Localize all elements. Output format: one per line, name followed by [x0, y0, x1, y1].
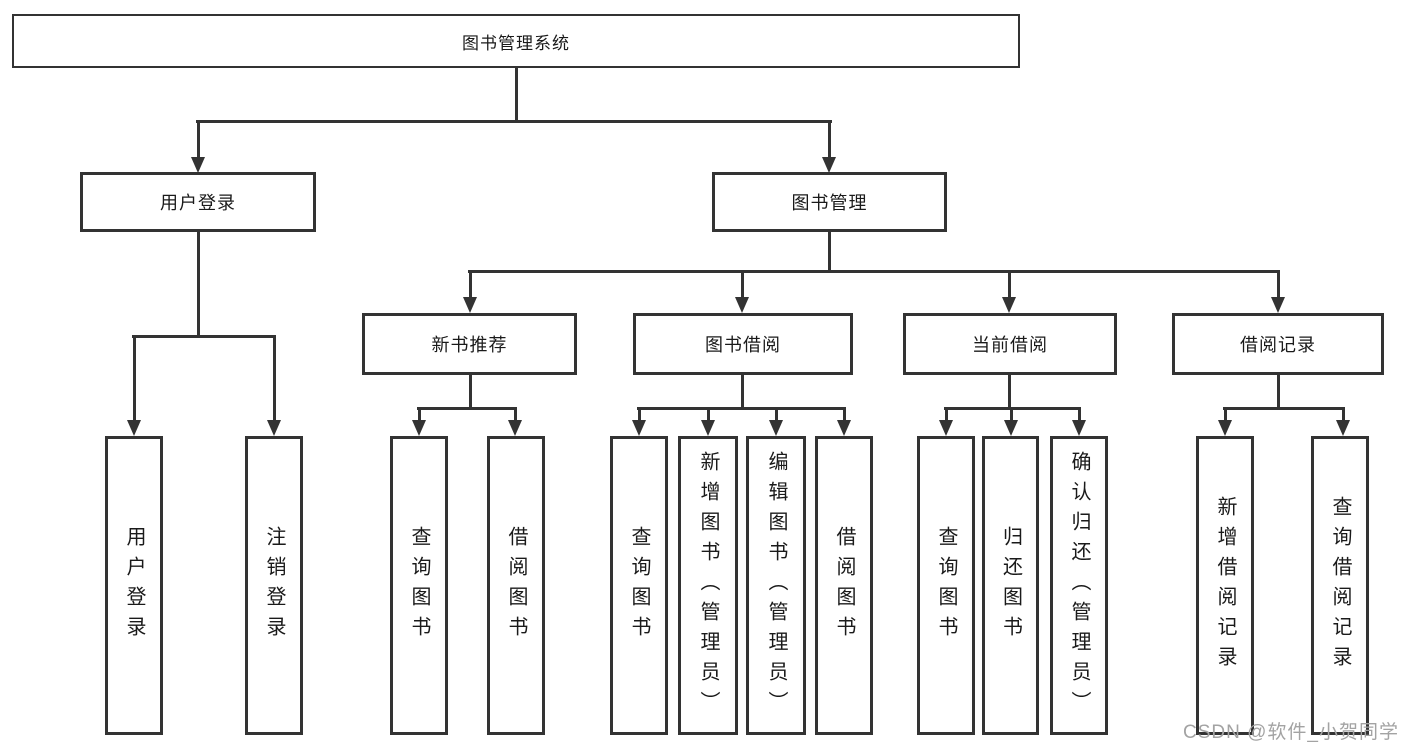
node-borrow-records-label: 借阅记录 [1240, 335, 1316, 355]
arrow-down-icon [632, 420, 646, 436]
connector-records-trunk [1277, 375, 1280, 407]
leaf-borrow-books: 借阅图书 [815, 436, 873, 735]
node-borrow-records: 借阅记录 [1172, 313, 1384, 375]
arrow-down-icon [127, 420, 141, 436]
arrow-down-icon [412, 420, 426, 436]
node-new-book-recommend-label: 新书推荐 [431, 335, 508, 355]
connector-login-trunk [197, 232, 200, 335]
arrow-down-icon [1002, 297, 1016, 313]
connector-stem-leaf [775, 407, 778, 421]
watermark: CSDN @软件_小贺同学 [1183, 722, 1399, 743]
leaf-query-books-recommend-label: 查询图书 [408, 525, 430, 646]
leaf-confirm-return-admin-label: 确认归还（管理员） [1068, 450, 1090, 721]
leaf-borrow-books-recommend-label: 借阅图书 [505, 525, 527, 646]
connector-level3-hline [468, 270, 1280, 273]
node-root-label: 图书管理系统 [462, 33, 570, 53]
arrow-down-icon [939, 420, 953, 436]
connector-stem-leaf [1010, 407, 1013, 421]
leaf-user-login: 用户登录 [105, 436, 163, 735]
connector-stem-user-login [197, 120, 200, 158]
leaf-borrow-books-label: 借阅图书 [833, 525, 855, 646]
connector-borrow-hline [637, 407, 846, 410]
connector-stem-user-login-leaf [133, 335, 136, 421]
connector-stem-leaf [707, 407, 710, 421]
node-current-borrow-label: 当前借阅 [972, 335, 1048, 355]
arrow-down-icon [1271, 297, 1285, 313]
leaf-query-books-borrow: 查询图书 [610, 436, 668, 735]
node-user-login-branch-label: 用户登录 [160, 193, 236, 213]
arrow-down-icon [1218, 420, 1232, 436]
connector-stem-logout-leaf [273, 335, 276, 421]
leaf-query-borrow-record: 查询借阅记录 [1311, 436, 1369, 735]
connector-stem-leaf [1078, 407, 1081, 421]
leaf-confirm-return-admin: 确认归还（管理员） [1050, 436, 1108, 735]
leaf-add-books-admin-label: 新增图书（管理员） [697, 450, 719, 721]
arrow-down-icon [267, 420, 281, 436]
connector-stem-leaf [945, 407, 948, 421]
leaf-add-borrow-record: 新增借阅记录 [1196, 436, 1254, 735]
node-book-management: 图书管理 [712, 172, 947, 232]
leaf-logout: 注销登录 [245, 436, 303, 735]
arrow-down-icon [701, 420, 715, 436]
connector-current-trunk [1008, 375, 1011, 407]
leaf-return-books-label: 归还图书 [999, 525, 1022, 646]
leaf-query-books-current: 查询图书 [917, 436, 975, 735]
arrow-down-icon [508, 420, 522, 436]
node-user-login-branch: 用户登录 [80, 172, 316, 232]
leaf-query-books-borrow-label: 查询图书 [628, 525, 650, 646]
leaf-edit-books-admin-label: 编辑图书（管理员） [765, 450, 787, 721]
connector-stem-leaf [638, 407, 641, 421]
connector-records-hline [1223, 407, 1345, 410]
connector-stem-current-borrow [1008, 270, 1011, 298]
node-book-management-label: 图书管理 [791, 193, 868, 213]
connector-level2-hline [196, 120, 832, 123]
arrow-down-icon [822, 157, 836, 173]
leaf-user-login-label: 用户登录 [123, 525, 145, 646]
arrow-down-icon [1336, 420, 1350, 436]
arrow-down-icon [1072, 420, 1086, 436]
connector-management-trunk [828, 232, 831, 270]
node-current-borrow: 当前借阅 [903, 313, 1117, 375]
arrow-down-icon [191, 157, 205, 173]
connector-stem-leaf [418, 407, 421, 421]
connector-stem-leaf [514, 407, 517, 421]
connector-borrow-trunk [741, 375, 744, 407]
leaf-logout-label: 注销登录 [263, 525, 285, 646]
connector-stem-new-book [469, 270, 472, 298]
leaf-query-books-recommend: 查询图书 [390, 436, 448, 735]
connector-stem-leaf [1342, 407, 1345, 421]
leaf-query-borrow-record-label: 查询借阅记录 [1329, 495, 1351, 676]
node-book-borrow: 图书借阅 [633, 313, 853, 375]
leaf-query-books-current-label: 查询图书 [935, 525, 957, 646]
leaf-borrow-books-recommend: 借阅图书 [487, 436, 545, 735]
connector-login-hline [132, 335, 276, 338]
leaf-edit-books-admin: 编辑图书（管理员） [746, 436, 806, 735]
node-root-system: 图书管理系统 [12, 14, 1020, 68]
connector-newbook-trunk [469, 375, 472, 407]
arrow-down-icon [463, 297, 477, 313]
leaf-return-books: 归还图书 [982, 436, 1039, 735]
connector-root-trunk [515, 68, 518, 120]
arrow-down-icon [769, 420, 783, 436]
leaf-add-books-admin: 新增图书（管理员） [678, 436, 738, 735]
node-new-book-recommend: 新书推荐 [362, 313, 577, 375]
leaf-add-borrow-record-label: 新增借阅记录 [1214, 495, 1236, 676]
arrow-down-icon [1004, 420, 1018, 436]
arrow-down-icon [837, 420, 851, 436]
connector-stem-leaf [843, 407, 846, 421]
arrow-down-icon [735, 297, 749, 313]
node-book-borrow-label: 图书借阅 [705, 335, 781, 355]
connector-stem-borrow-records [1277, 270, 1280, 298]
connector-newbook-hline [417, 407, 517, 410]
connector-stem-book-borrow [741, 270, 744, 298]
connector-stem-book-management [828, 120, 831, 158]
connector-stem-leaf [1224, 407, 1227, 421]
